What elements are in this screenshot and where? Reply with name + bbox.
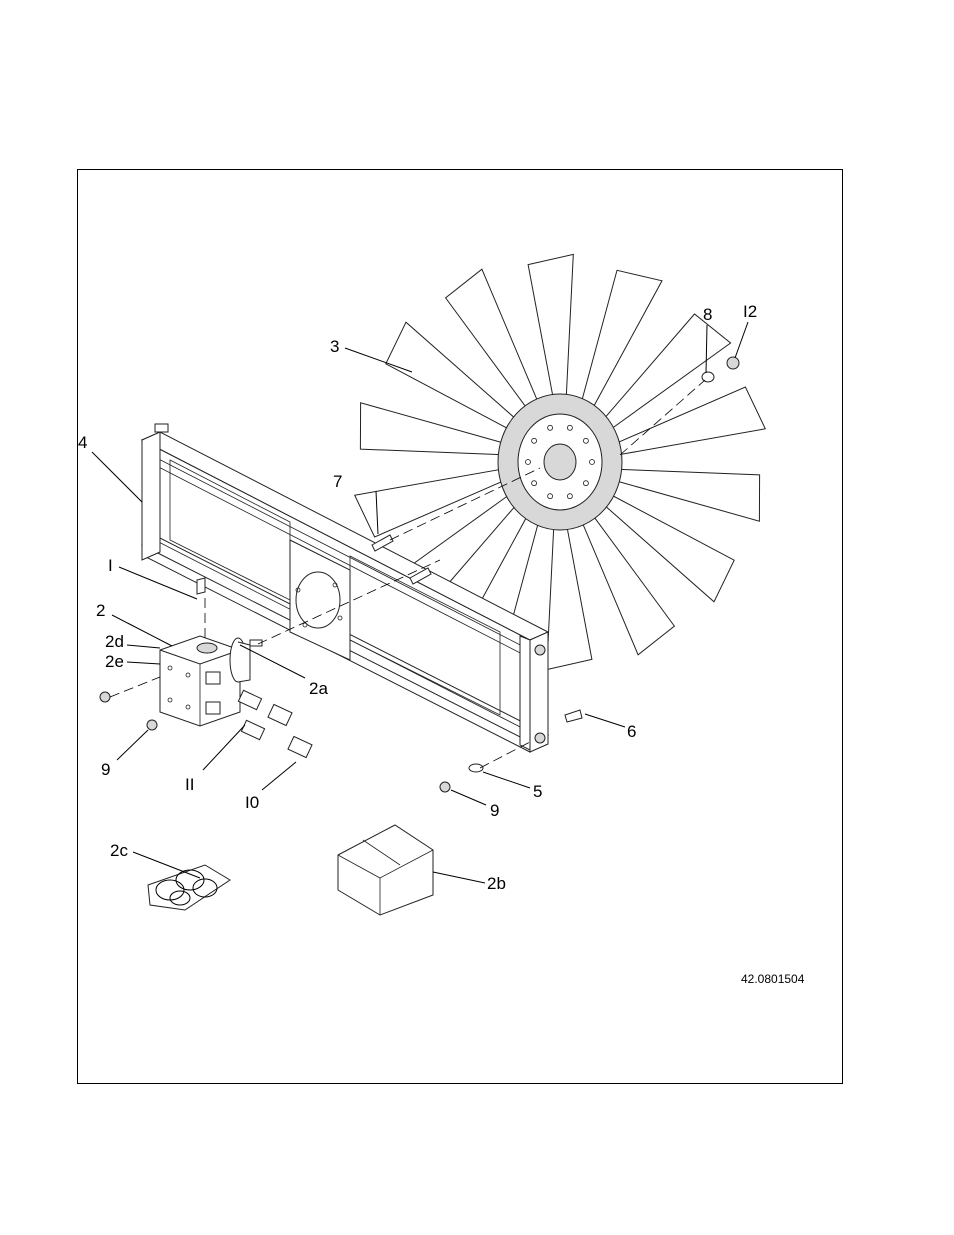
fan-blade bbox=[528, 254, 573, 402]
callout-8: 8 bbox=[703, 305, 712, 324]
callout-2c: 2c bbox=[110, 841, 128, 860]
callout-1: I bbox=[108, 556, 113, 575]
callout-9-left: 9 bbox=[101, 760, 110, 779]
drawing-reference-number: 42.0801504 bbox=[741, 972, 805, 986]
callout-2: 2 bbox=[96, 601, 105, 620]
callout-12: I2 bbox=[743, 302, 757, 321]
callout-2d: 2d bbox=[105, 632, 124, 651]
callout-6: 6 bbox=[627, 722, 636, 741]
callout-2b: 2b bbox=[487, 874, 506, 893]
callout-7: 7 bbox=[333, 472, 342, 491]
callout-9-right: 9 bbox=[490, 801, 499, 820]
seal-kit-bag bbox=[148, 865, 230, 910]
callout-10: I0 bbox=[245, 793, 259, 812]
parts-box bbox=[338, 825, 433, 915]
callout-4: 4 bbox=[78, 433, 87, 452]
callout-5: 5 bbox=[533, 782, 542, 801]
callout-3: 3 bbox=[330, 337, 339, 356]
callout-2a: 2a bbox=[309, 679, 328, 698]
callout-11: II bbox=[185, 775, 194, 794]
fan-blade bbox=[547, 522, 592, 670]
fittings-and-clamps bbox=[238, 690, 312, 757]
callout-2e: 2e bbox=[105, 652, 124, 671]
fan-bore bbox=[544, 444, 576, 480]
